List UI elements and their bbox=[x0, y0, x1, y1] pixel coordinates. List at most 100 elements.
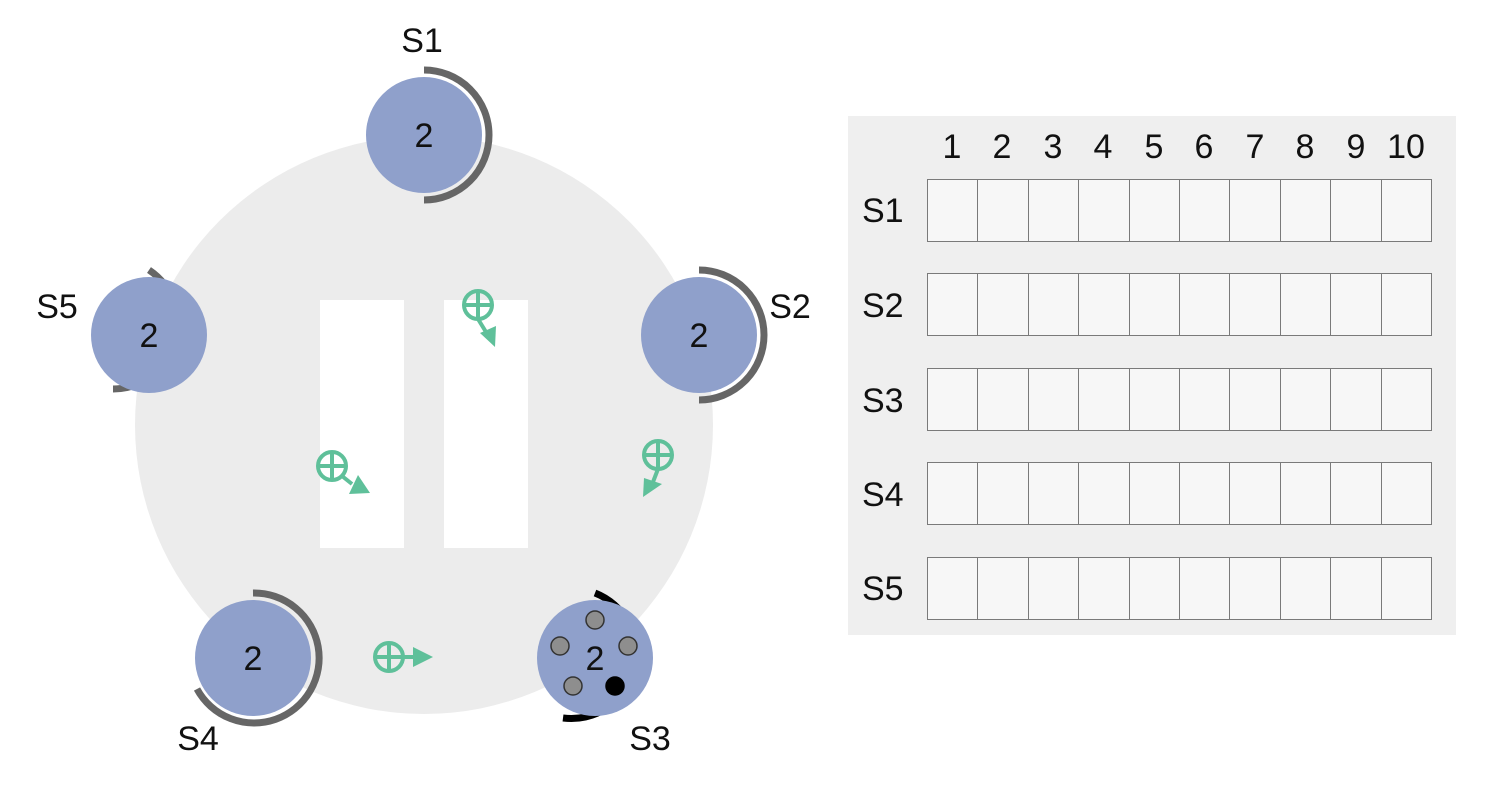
log-entry-cell[interactable] bbox=[1230, 558, 1281, 619]
server-label: S4 bbox=[177, 720, 219, 758]
log-row-label: S4 bbox=[862, 476, 904, 514]
log-entry-cell[interactable] bbox=[1130, 369, 1181, 430]
election-timer-arc bbox=[698, 266, 768, 404]
log-column-header: 5 bbox=[1144, 128, 1164, 166]
log-row-label: S3 bbox=[862, 382, 904, 420]
log-entry-cell[interactable] bbox=[1079, 180, 1130, 241]
log-row-label: S2 bbox=[862, 287, 904, 325]
log-column-header: 2 bbox=[992, 128, 1012, 166]
log-entry-cell[interactable] bbox=[1331, 463, 1382, 524]
request-vote-message[interactable] bbox=[462, 289, 496, 347]
log-entry-cell[interactable] bbox=[1382, 558, 1431, 619]
request-vote-message[interactable] bbox=[642, 439, 674, 497]
log-column-header: 1 bbox=[942, 128, 962, 166]
server-term: 2 bbox=[415, 117, 434, 155]
vote-indicator-granted bbox=[605, 676, 625, 696]
log-entry-cell[interactable] bbox=[928, 369, 979, 430]
log-entry-cell[interactable] bbox=[1230, 274, 1281, 335]
log-entry-cell[interactable] bbox=[978, 558, 1029, 619]
log-entry-cell[interactable] bbox=[1382, 180, 1431, 241]
cluster-diagram: 2 S1 2 S2 2 S3 2 S4 2 S5 bbox=[36, 22, 811, 758]
log-entry-cell[interactable] bbox=[1180, 180, 1231, 241]
log-entry-cell[interactable] bbox=[1180, 463, 1231, 524]
server-s2[interactable]: 2 S2 bbox=[641, 266, 811, 404]
request-vote-message[interactable] bbox=[373, 641, 433, 673]
log-entry-cell[interactable] bbox=[1130, 463, 1181, 524]
vote-indicator-pending bbox=[585, 610, 605, 630]
log-entry-cell[interactable] bbox=[1079, 463, 1130, 524]
log-entry-cell[interactable] bbox=[1130, 180, 1181, 241]
log-entry-cell[interactable] bbox=[1382, 369, 1431, 430]
log-entry-cell[interactable] bbox=[1180, 558, 1231, 619]
server-term: 2 bbox=[690, 317, 709, 355]
log-column-header: 9 bbox=[1346, 128, 1366, 166]
log-entry-cell[interactable] bbox=[978, 463, 1029, 524]
log-column-header: 4 bbox=[1093, 128, 1113, 166]
log-entry-cell[interactable] bbox=[1130, 274, 1181, 335]
server-s4[interactable]: 2 S4 bbox=[177, 589, 323, 758]
log-entry-cell[interactable] bbox=[928, 274, 979, 335]
server-node bbox=[641, 277, 757, 393]
log-row-s4 bbox=[927, 462, 1432, 525]
server-s5[interactable]: 2 S5 bbox=[36, 267, 207, 393]
log-entry-cell[interactable] bbox=[1029, 463, 1080, 524]
log-entry-cell[interactable] bbox=[1180, 369, 1231, 430]
log-entry-cell[interactable] bbox=[1079, 558, 1130, 619]
log-entry-cell[interactable] bbox=[1230, 463, 1281, 524]
election-timer-arc bbox=[193, 589, 323, 727]
log-column-header: 3 bbox=[1043, 128, 1063, 166]
log-entry-cell[interactable] bbox=[1029, 180, 1080, 241]
log-entry-cell[interactable] bbox=[1281, 463, 1332, 524]
log-row-label: S1 bbox=[862, 192, 904, 230]
server-term: 2 bbox=[586, 640, 605, 678]
server-term: 2 bbox=[244, 640, 263, 678]
log-entry-cell[interactable] bbox=[1079, 369, 1130, 430]
log-entry-cell[interactable] bbox=[978, 274, 1029, 335]
election-timer-arc bbox=[423, 66, 493, 204]
log-entry-cell[interactable] bbox=[978, 369, 1029, 430]
pause-bar-right bbox=[444, 300, 528, 548]
log-entry-cell[interactable] bbox=[1281, 558, 1332, 619]
log-entry-cell[interactable] bbox=[1281, 180, 1332, 241]
log-entry-cell[interactable] bbox=[978, 180, 1029, 241]
request-vote-message[interactable] bbox=[316, 450, 370, 494]
log-entry-cell[interactable] bbox=[1281, 274, 1332, 335]
log-entry-cell[interactable] bbox=[1230, 180, 1281, 241]
log-entry-cell[interactable] bbox=[1130, 558, 1181, 619]
log-entry-cell[interactable] bbox=[1180, 274, 1231, 335]
log-entry-cell[interactable] bbox=[928, 463, 979, 524]
server-s3[interactable]: 2 S3 bbox=[537, 589, 671, 758]
cluster-ring bbox=[135, 136, 713, 714]
log-entry-cell[interactable] bbox=[1331, 274, 1382, 335]
server-node bbox=[195, 600, 311, 716]
vote-indicator-pending bbox=[550, 636, 570, 656]
server-node bbox=[91, 277, 207, 393]
log-column-header: 10 bbox=[1387, 128, 1425, 166]
log-entry-cell[interactable] bbox=[1331, 180, 1382, 241]
log-entry-cell[interactable] bbox=[1331, 558, 1382, 619]
log-entry-cell[interactable] bbox=[1029, 369, 1080, 430]
server-label: S3 bbox=[629, 720, 671, 758]
arrow-icon bbox=[413, 647, 433, 667]
log-entry-cell[interactable] bbox=[1382, 463, 1431, 524]
log-entry-cell[interactable] bbox=[1230, 369, 1281, 430]
arrow-icon bbox=[349, 475, 370, 494]
log-column-header: 7 bbox=[1245, 128, 1265, 166]
server-node bbox=[366, 77, 482, 193]
log-entry-cell[interactable] bbox=[1281, 369, 1332, 430]
server-label: S1 bbox=[401, 22, 443, 60]
log-entry-cell[interactable] bbox=[1079, 274, 1130, 335]
server-label: S5 bbox=[36, 288, 78, 326]
log-entry-cell[interactable] bbox=[1029, 274, 1080, 335]
log-entry-cell[interactable] bbox=[928, 558, 979, 619]
log-entry-cell[interactable] bbox=[928, 180, 979, 241]
arrow-icon bbox=[643, 478, 662, 497]
vote-indicator-pending bbox=[563, 676, 583, 696]
server-s1[interactable]: 2 S1 bbox=[366, 22, 493, 204]
log-entry-cell[interactable] bbox=[1331, 369, 1382, 430]
log-row-s1 bbox=[927, 179, 1432, 242]
log-entry-cell[interactable] bbox=[1029, 558, 1080, 619]
arrow-icon bbox=[480, 326, 496, 347]
log-entry-cell[interactable] bbox=[1382, 274, 1431, 335]
log-row-s5 bbox=[927, 557, 1432, 620]
